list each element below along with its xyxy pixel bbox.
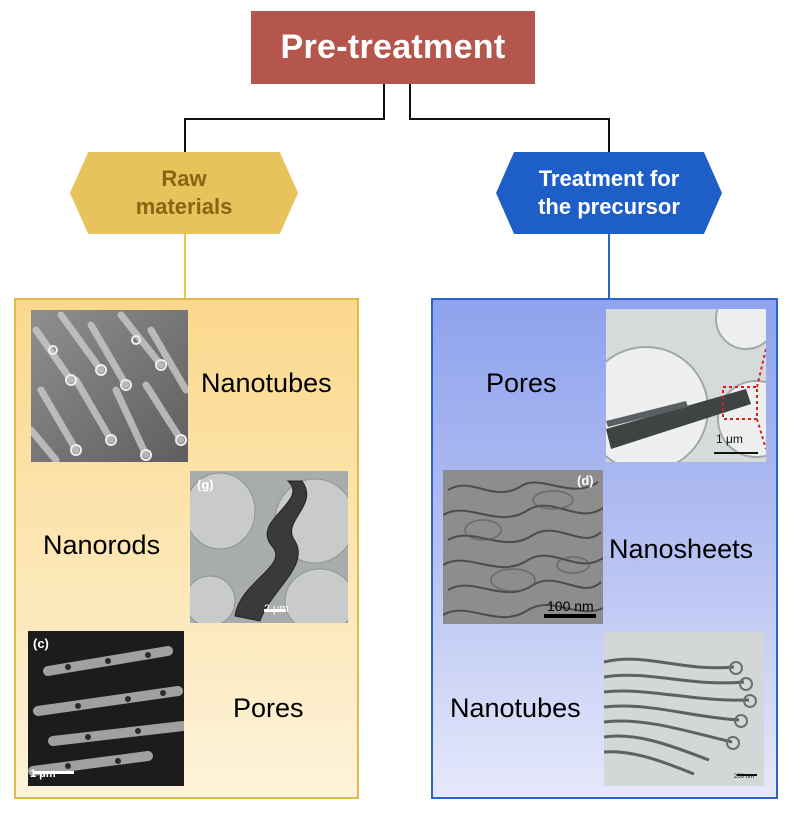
sem-image-nanotubes <box>31 310 188 462</box>
scale-200nm: 200 nm <box>734 774 755 780</box>
tem-image-nanorods <box>190 471 348 623</box>
raw-materials-label-line1: Raw <box>161 166 207 191</box>
scale-1um-right: 1 μm <box>716 432 743 446</box>
tem-image-nanotubes-right <box>604 632 764 786</box>
raw-materials-hexagon: Raw materials <box>70 152 298 234</box>
tag-c: (c) <box>33 636 49 651</box>
title-box: Pre-treatment <box>251 11 535 84</box>
connector-left-to-panel <box>184 234 186 300</box>
precursor-treatment-hexagon: Treatment for the precursor <box>496 152 722 234</box>
scale-1um-left: 1 μm <box>30 768 56 780</box>
label-nanotubes-left: Nanotubes <box>201 368 332 398</box>
raw-materials-label-line2: materials <box>135 194 233 219</box>
precursor-label-line1: Treatment for <box>538 166 680 191</box>
connector-right-drop <box>608 118 610 154</box>
label-pores-right: Pores <box>486 368 557 398</box>
connector-left-vertical-top <box>383 84 385 120</box>
connector-right-to-panel <box>608 234 610 300</box>
sem-image-pores-left <box>28 631 184 786</box>
connector-left-horizontal <box>184 118 385 120</box>
label-nanosheets: Nanosheets <box>609 534 754 564</box>
precursor-label-line2: the precursor <box>538 194 680 219</box>
tem-image-pores-right <box>606 309 766 462</box>
tag-g: (g) <box>197 477 214 492</box>
label-nanotubes-right: Nanotubes <box>450 693 581 723</box>
connector-left-drop <box>184 118 186 154</box>
label-nanorods: Nanorods <box>43 530 161 560</box>
scale-100nm: 100 nm <box>547 598 594 614</box>
label-pores-left: Pores <box>233 693 304 723</box>
diagram-title: Pre-treatment <box>280 28 506 66</box>
tag-d: (d) <box>577 473 594 488</box>
scale-2um: 2 μm <box>264 603 289 615</box>
connector-right-horizontal <box>409 118 610 120</box>
connector-right-vertical-top <box>409 84 411 120</box>
tem-image-nanosheets <box>443 470 603 624</box>
